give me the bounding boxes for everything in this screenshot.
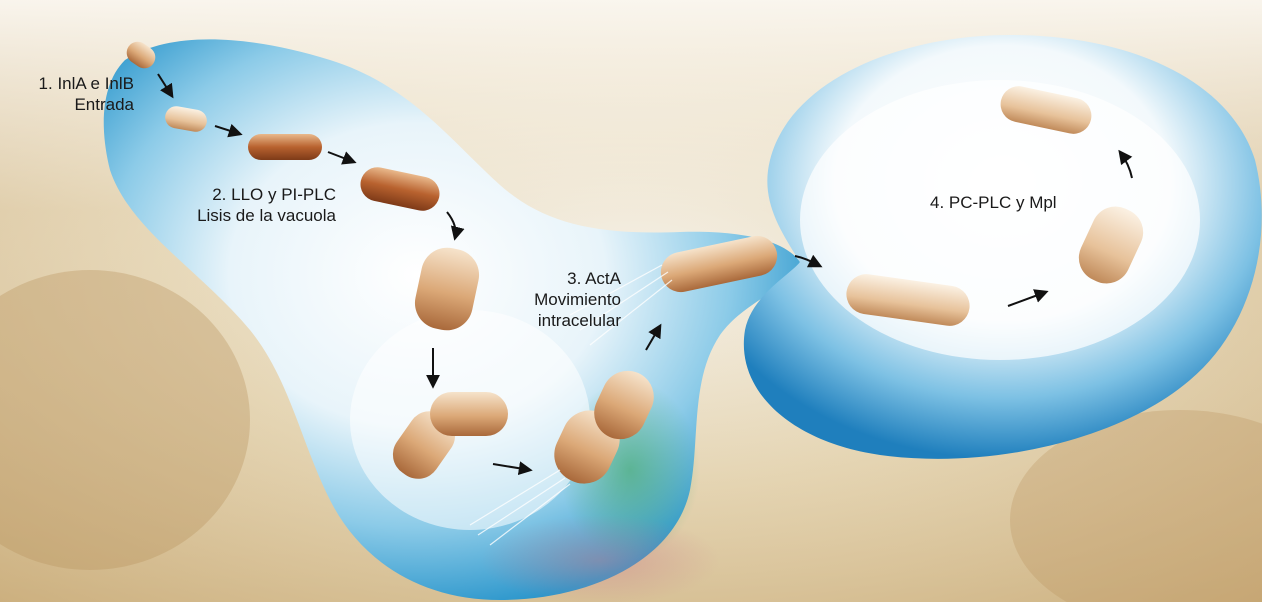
bacterium-vacuole — [248, 134, 322, 160]
step-3-description-2: intracelular — [497, 310, 621, 331]
step-3-label: 3. ActA Movimiento intracelular — [497, 268, 621, 331]
step-3-description: Movimiento — [497, 289, 621, 310]
step-3-title: 3. ActA — [497, 268, 621, 289]
step-2-title: 2. LLO y PI-PLC — [162, 184, 336, 205]
cell-left-pink-tint — [480, 515, 720, 602]
cell-right-highlight — [800, 80, 1200, 360]
bacterium-dividing-b — [430, 392, 508, 436]
step-4-title: 4. PC-PLC y Mpl — [930, 192, 1057, 213]
step-1-description: Entrada — [8, 94, 134, 115]
step-2-label: 2. LLO y PI-PLC Lisis de la vacuola — [162, 184, 336, 226]
step-2-description: Lisis de la vacuola — [162, 205, 336, 226]
step-1-title: 1. InlA e InlB — [8, 73, 134, 94]
step-1-label: 1. InlA e InlB Entrada — [8, 73, 134, 115]
step-4-label: 4. PC-PLC y Mpl — [930, 192, 1057, 213]
